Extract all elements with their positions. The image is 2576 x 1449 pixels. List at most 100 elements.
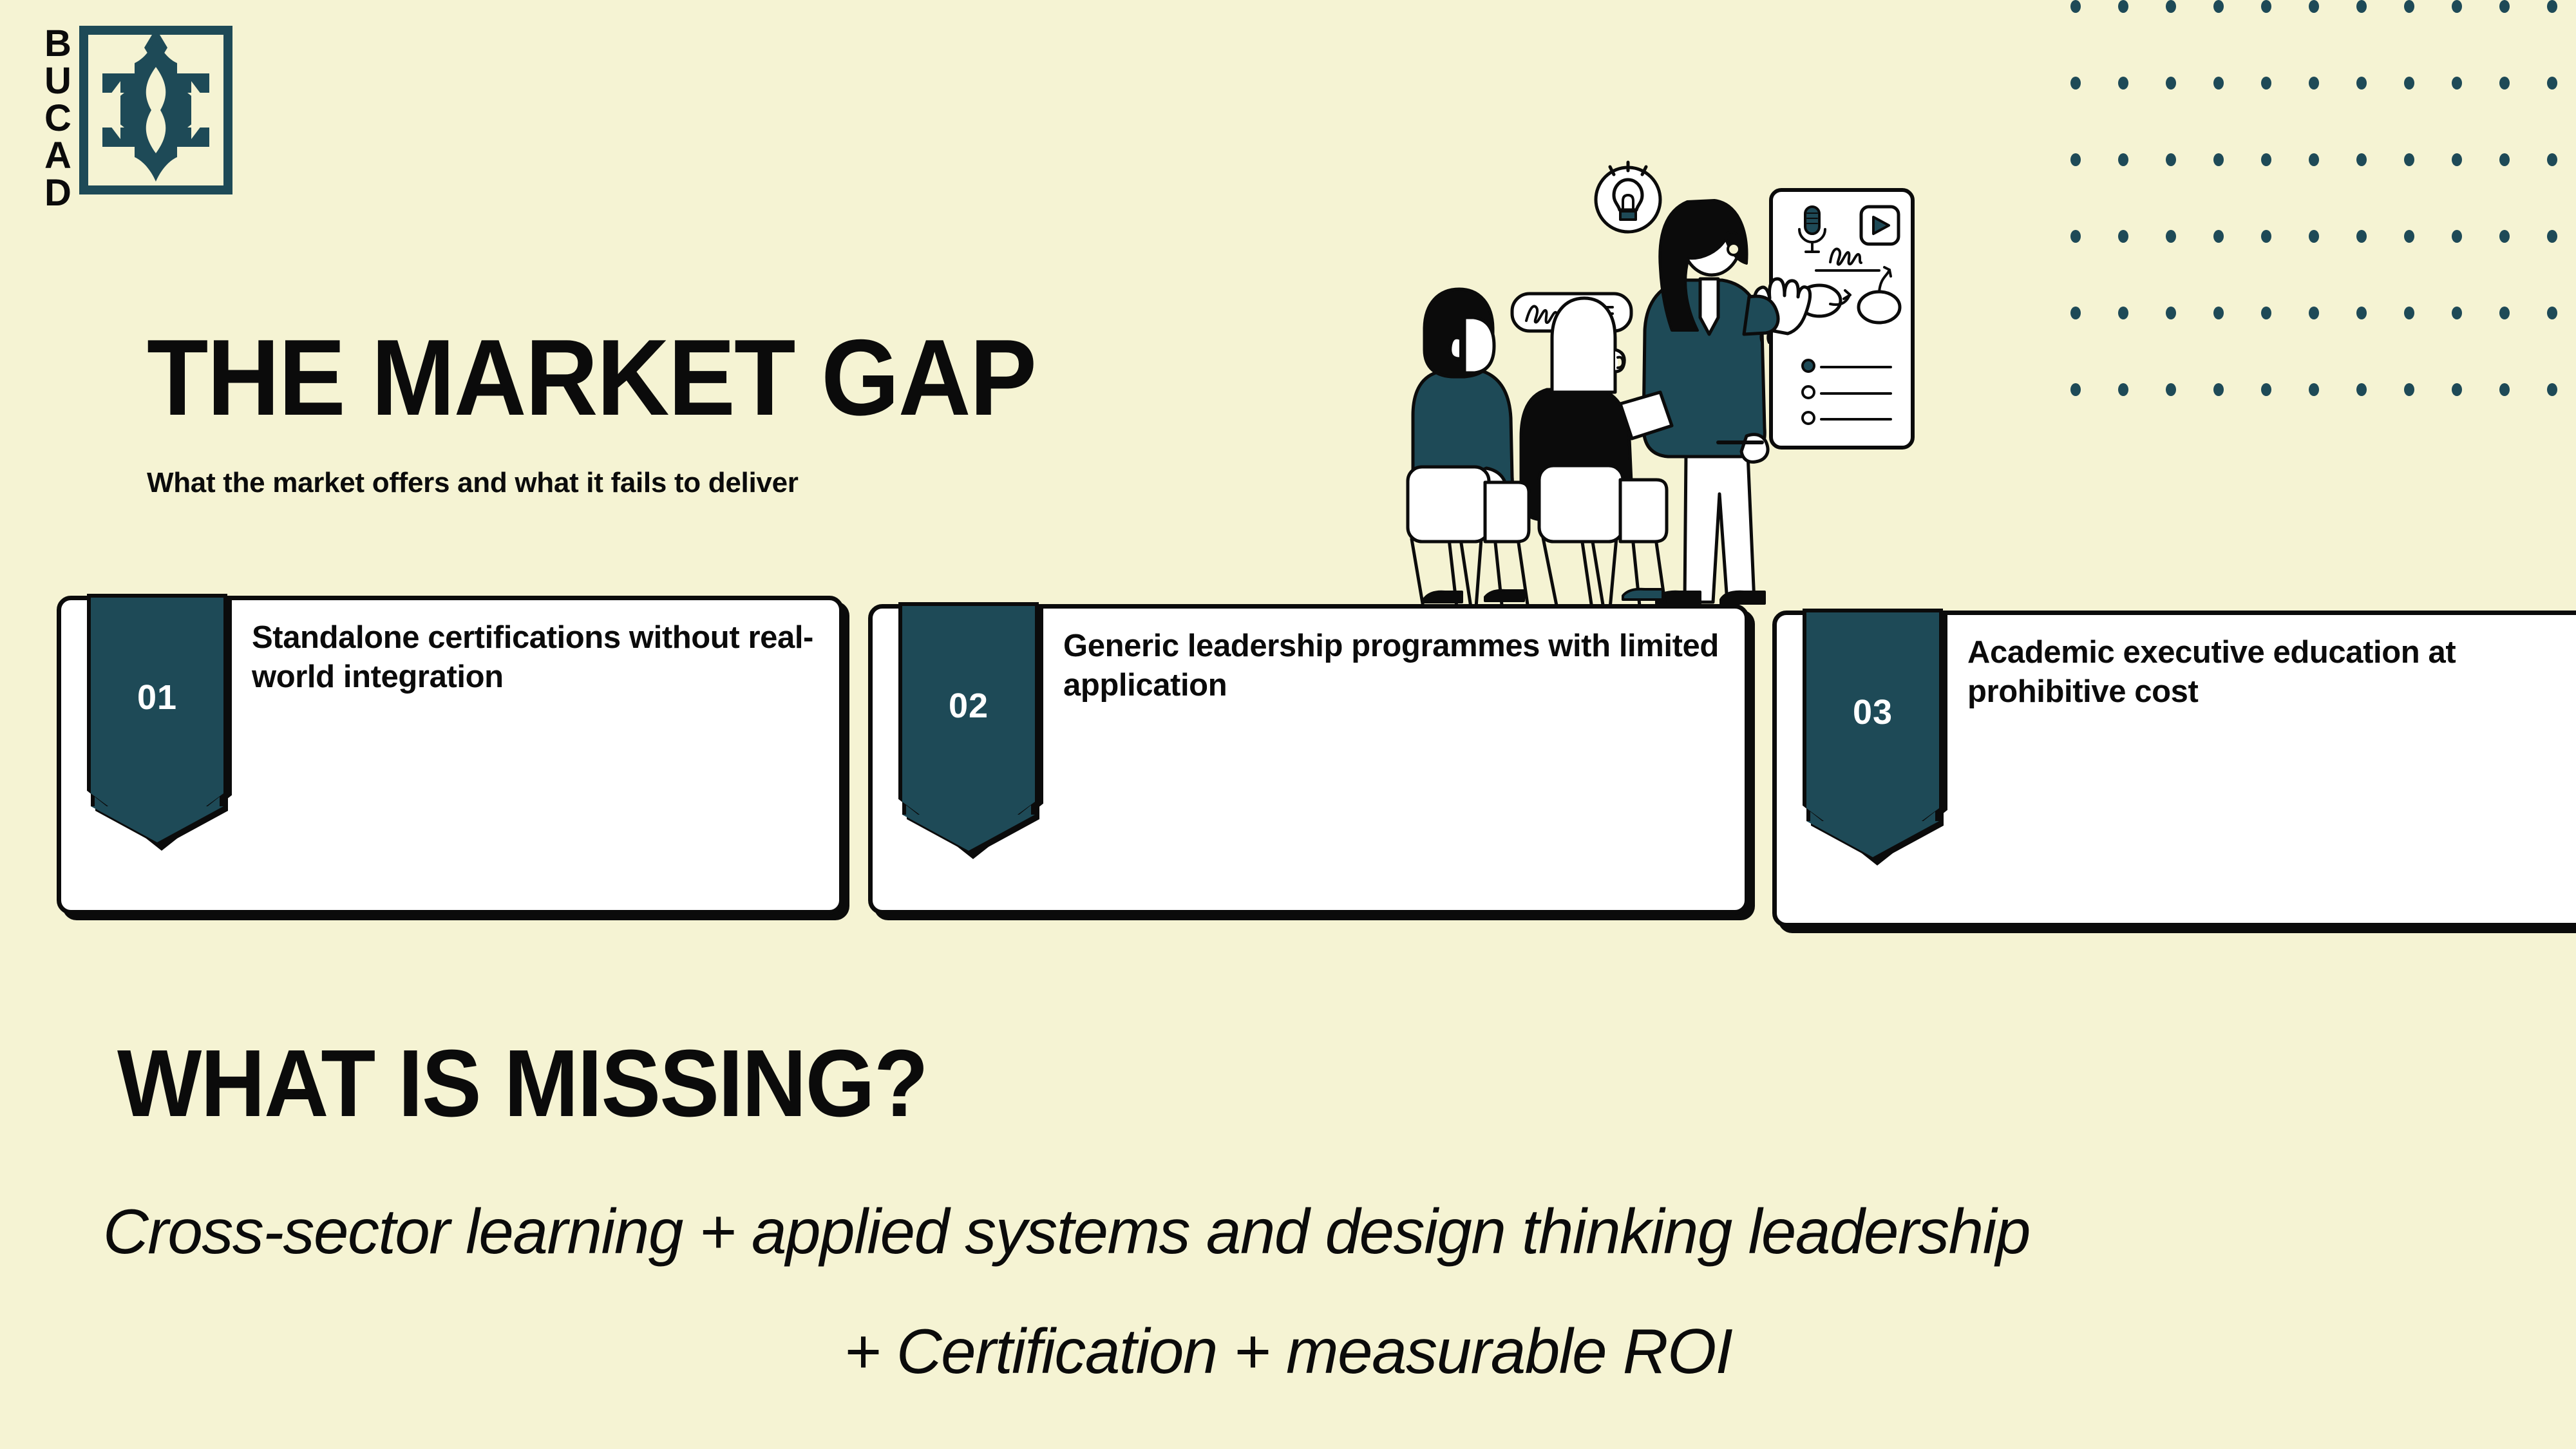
grid-dot <box>2118 153 2128 166</box>
gap-card-3-text: Academic executive education at prohibit… <box>1967 635 2456 709</box>
grid-dot <box>2452 383 2462 396</box>
page-subtitle: What the market offers and what it fails… <box>147 467 799 498</box>
grid-dot <box>2547 153 2557 166</box>
grid-dot <box>2118 77 2128 90</box>
microphone-icon <box>1798 205 1826 253</box>
missing-heading: WHAT IS MISSING? <box>117 1030 929 1137</box>
play-button-icon <box>1859 205 1900 246</box>
grid-dot <box>2213 153 2224 166</box>
grid-dot <box>2452 0 2462 13</box>
grid-dot <box>2213 0 2224 13</box>
grid-dot <box>2213 77 2224 90</box>
logo-letter-c: C <box>44 97 71 139</box>
logo-letter-a: A <box>44 135 71 176</box>
grid-dot <box>2070 230 2081 243</box>
grid-dot <box>2452 77 2462 90</box>
grid-dot <box>2547 307 2557 319</box>
grid-dot <box>2547 77 2557 90</box>
grid-dot <box>2166 230 2176 243</box>
grid-dot <box>2547 230 2557 243</box>
grid-dot <box>2499 77 2510 90</box>
badge-fill <box>91 598 223 842</box>
grid-dot <box>2261 77 2271 90</box>
grid-dot <box>2309 0 2319 13</box>
grid-dot <box>2118 307 2128 319</box>
grid-dot <box>2356 77 2367 90</box>
grid-dot <box>2213 307 2224 319</box>
gap-card-2-number: 02 <box>948 687 989 725</box>
grid-dot <box>2356 153 2367 166</box>
gap-card-2-badge: 02 <box>898 602 1039 855</box>
gap-card-1-number: 01 <box>137 678 178 717</box>
grid-dot <box>2070 383 2081 396</box>
grid-dot <box>2166 307 2176 319</box>
logo-hourglass-mark <box>79 26 232 194</box>
gap-card-1[interactable]: 01 Standalone certifications without rea… <box>57 594 844 914</box>
missing-line-1: Cross-sector learning + applied systems … <box>103 1196 2031 1267</box>
grid-dot <box>2213 230 2224 243</box>
grid-dot <box>2499 153 2510 166</box>
grid-dot <box>2499 230 2510 243</box>
grid-dot <box>2499 307 2510 319</box>
badge-fill <box>1806 612 1939 857</box>
gap-card-3-badge: 03 <box>1803 609 1943 861</box>
grid-dot <box>2261 230 2271 243</box>
dot-grid-decoration <box>2070 0 2576 399</box>
gap-card-1-badge: 01 <box>87 594 227 846</box>
gap-card-2-text: Generic leadership programmes with limit… <box>1063 629 1719 703</box>
grid-dot <box>2166 77 2176 90</box>
grid-dot <box>2404 0 2414 13</box>
grid-dot <box>2356 230 2367 243</box>
grid-dot <box>2309 383 2319 396</box>
grid-dot <box>2404 153 2414 166</box>
grid-dot <box>2118 230 2128 243</box>
grid-dot <box>2070 0 2081 13</box>
seated-attendee-one <box>1406 287 1531 609</box>
logo-wordmark: B U C A D <box>35 23 80 214</box>
logo-letter-u: U <box>44 60 71 102</box>
grid-dot <box>2499 0 2510 13</box>
grid-dot <box>2452 307 2462 319</box>
grid-dot <box>2356 383 2367 396</box>
gap-card-3[interactable]: 03 Academic executive education at prohi… <box>1772 609 2576 927</box>
presenter-figure <box>1642 199 1812 605</box>
grid-dot <box>2118 383 2128 396</box>
grid-dot <box>2166 383 2176 396</box>
grid-dot <box>2118 0 2128 13</box>
gap-card-2[interactable]: 02 Generic leadership programmes with li… <box>868 602 1749 914</box>
grid-dot <box>2166 153 2176 166</box>
grid-dot <box>2356 0 2367 13</box>
grid-dot <box>2404 383 2414 396</box>
grid-dot <box>2261 307 2271 319</box>
grid-dot <box>2499 383 2510 396</box>
grid-dot <box>2404 230 2414 243</box>
grid-dot <box>2452 153 2462 166</box>
grid-dot <box>2452 230 2462 243</box>
workshop-illustration <box>1406 160 1915 609</box>
bullet-list <box>1801 359 1892 425</box>
lightbulb-idea-icon <box>1594 160 1662 234</box>
grid-dot <box>2070 153 2081 166</box>
brand-logo: B U C A D <box>35 12 235 212</box>
grid-dot <box>2070 77 2081 90</box>
grid-dot <box>2261 0 2271 13</box>
grid-dot <box>2309 230 2319 243</box>
grid-dot <box>2547 383 2557 396</box>
grid-dot <box>2404 307 2414 319</box>
seated-attendee-two <box>1519 296 1674 609</box>
grid-dot <box>2166 0 2176 13</box>
grid-dot <box>2261 153 2271 166</box>
logo-letter-d: D <box>44 172 71 214</box>
logo-letter-b: B <box>44 23 71 64</box>
grid-dot <box>2309 77 2319 90</box>
grid-dot <box>2547 0 2557 13</box>
grid-dot <box>2070 307 2081 319</box>
grid-dot <box>2309 307 2319 319</box>
gap-card-1-text: Standalone certifications without real-w… <box>252 620 813 694</box>
grid-dot <box>2356 307 2367 319</box>
grid-dot <box>2213 383 2224 396</box>
grid-dot <box>2309 153 2319 166</box>
missing-line-2: + Certification + measurable ROI <box>844 1316 1733 1387</box>
whiteboard-panel <box>1769 188 1915 450</box>
